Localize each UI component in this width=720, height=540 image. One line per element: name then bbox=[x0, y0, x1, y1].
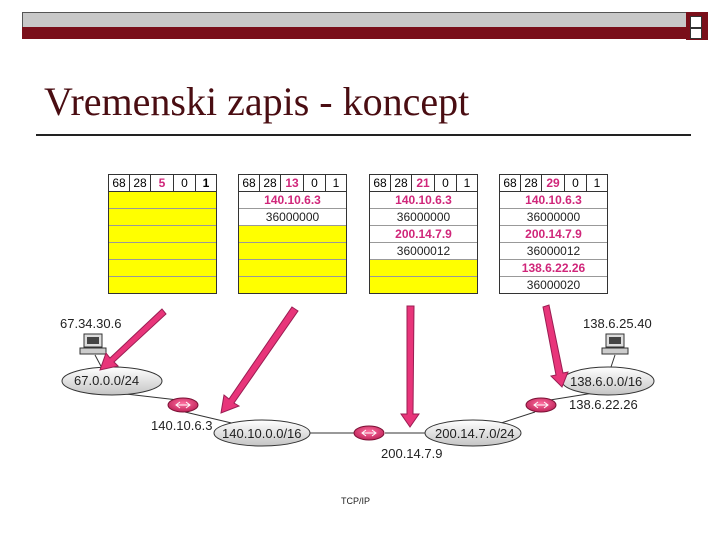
header-field: 68 bbox=[370, 175, 391, 191]
router3-ip: 138.6.22.26 bbox=[569, 397, 638, 412]
packet-row: 200.14.7.9 bbox=[500, 226, 607, 243]
packet-row: 36000012 bbox=[500, 243, 607, 260]
slide-title: Vremenski zapis - koncept bbox=[44, 79, 470, 124]
packet-row: 36000000 bbox=[370, 209, 477, 226]
packet-row bbox=[109, 226, 216, 243]
corner-square bbox=[690, 16, 702, 28]
header-field: 28 bbox=[130, 175, 151, 191]
router-icon bbox=[167, 397, 199, 413]
footer-label: TCP/IP bbox=[341, 496, 371, 506]
packet-row bbox=[239, 226, 346, 243]
header-field: 1 bbox=[463, 176, 471, 190]
header-field: 0 bbox=[174, 175, 196, 191]
header-field: 1 bbox=[202, 176, 210, 190]
router-icon bbox=[353, 425, 385, 441]
arrow-2 bbox=[220, 306, 299, 414]
packet-row bbox=[239, 277, 346, 293]
header-pointer: 21 bbox=[412, 175, 435, 191]
header-pointer: 29 bbox=[542, 175, 565, 191]
header-field: 28 bbox=[391, 175, 412, 191]
header-pointer: 5 bbox=[151, 175, 174, 191]
packet-2: 68 28 13 0 1 140.10.6.3 36000000 bbox=[238, 174, 347, 294]
packet-row: 140.10.6.3 bbox=[370, 192, 477, 209]
arrow-1 bbox=[99, 308, 167, 371]
packet-row bbox=[109, 192, 216, 209]
top-band bbox=[22, 27, 708, 39]
header-field: 0 bbox=[435, 175, 457, 191]
corner-square bbox=[690, 28, 702, 39]
packet-row: 36000000 bbox=[239, 209, 346, 226]
header-pointer: 13 bbox=[281, 175, 304, 191]
packet-4: 68 28 29 0 1 140.10.6.3 36000000 200.14.… bbox=[499, 174, 608, 294]
corner-decoration bbox=[686, 12, 708, 40]
header-field: 1 bbox=[332, 176, 340, 190]
header-field: 68 bbox=[109, 175, 130, 191]
arrow-4 bbox=[542, 304, 569, 388]
packet-row bbox=[109, 277, 216, 293]
packet-row: 140.10.6.3 bbox=[500, 192, 607, 209]
packet-row: 138.6.22.26 bbox=[500, 260, 607, 277]
host-left-ip: 67.34.30.6 bbox=[60, 316, 122, 331]
net-c-label: 200.14.7.0/24 bbox=[435, 426, 515, 441]
header-field: 28 bbox=[260, 175, 281, 191]
header-field: 68 bbox=[500, 175, 521, 191]
packet-row bbox=[370, 277, 477, 293]
packet-1: 68 28 5 0 1 bbox=[108, 174, 217, 294]
arrow-3 bbox=[400, 305, 420, 428]
header-field: 0 bbox=[304, 175, 326, 191]
packet-row: 36000000 bbox=[500, 209, 607, 226]
net-a-label: 67.0.0.0/24 bbox=[74, 373, 140, 388]
network-ellipse-b bbox=[213, 419, 311, 447]
router1-ip: 140.10.6.3 bbox=[151, 418, 213, 433]
packet-row: 200.14.7.9 bbox=[370, 226, 477, 243]
packet-row bbox=[109, 209, 216, 226]
packet-row: 140.10.6.3 bbox=[239, 192, 346, 209]
title-rule bbox=[36, 134, 691, 136]
header-field: 0 bbox=[565, 175, 587, 191]
network-ellipse-c bbox=[424, 419, 522, 447]
packet-row bbox=[239, 243, 346, 260]
packet-header: 68 28 29 0 1 bbox=[500, 175, 607, 192]
packet-row bbox=[109, 243, 216, 260]
computer-icon bbox=[79, 333, 107, 355]
computer-icon bbox=[601, 333, 629, 355]
host-right-ip: 138.6.25.40 bbox=[583, 316, 652, 331]
packet-row bbox=[239, 260, 346, 277]
packet-row: 36000012 bbox=[370, 243, 477, 260]
packet-header: 68 28 13 0 1 bbox=[239, 175, 346, 192]
packet-row: 36000020 bbox=[500, 277, 607, 293]
packet-header: 68 28 5 0 1 bbox=[109, 175, 216, 192]
packet-row bbox=[109, 260, 216, 277]
packet-3: 68 28 21 0 1 140.10.6.3 36000000 200.14.… bbox=[369, 174, 478, 294]
header-field: 1 bbox=[593, 176, 601, 190]
net-d-label: 138.6.0.0/16 bbox=[570, 374, 643, 389]
net-b-label: 140.10.0.0/16 bbox=[222, 426, 302, 441]
router-icon bbox=[525, 397, 557, 413]
header-field: 68 bbox=[239, 175, 260, 191]
arrows bbox=[99, 304, 569, 428]
router2-ip: 200.14.7.9 bbox=[381, 446, 443, 461]
packet-header: 68 28 21 0 1 bbox=[370, 175, 477, 192]
packet-row bbox=[370, 260, 477, 277]
header-field: 28 bbox=[521, 175, 542, 191]
